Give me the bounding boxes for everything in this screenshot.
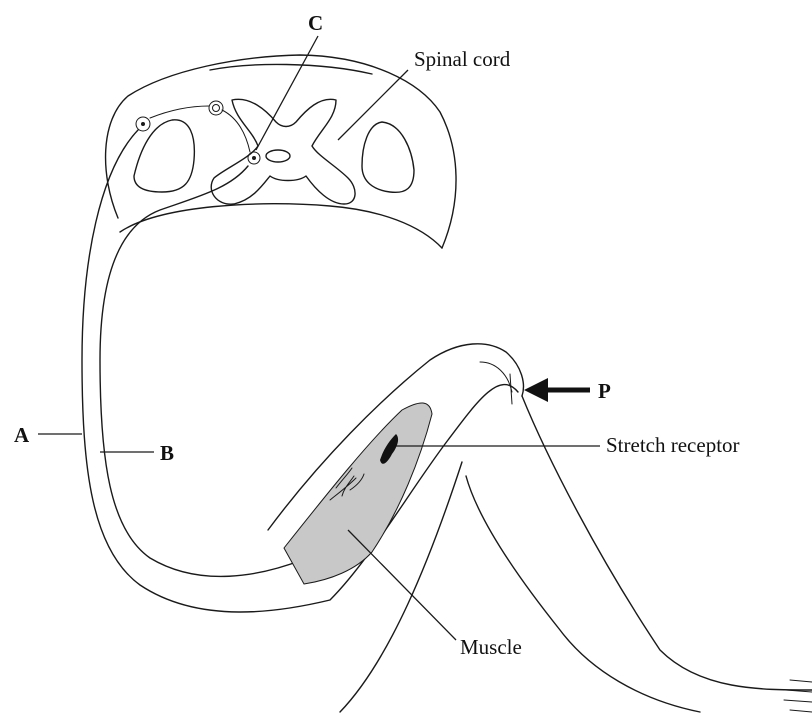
motor-neuron-cell-body xyxy=(248,152,260,164)
label-stretch-receptor: Stretch receptor xyxy=(606,433,740,457)
left-arrow-icon xyxy=(524,378,590,402)
dorsal-root-fibre xyxy=(150,106,209,118)
vertebra-inner-outline xyxy=(210,64,372,74)
vertebral-canal-edge xyxy=(120,204,442,248)
label-p: P xyxy=(598,379,611,403)
sensory-neuron-cell-body xyxy=(136,117,150,131)
neuron-b-pathway xyxy=(100,166,302,576)
label-b: B xyxy=(160,441,174,465)
vertebra-outline xyxy=(106,55,456,248)
calf-back-edge xyxy=(466,476,700,712)
label-muscle: Muscle xyxy=(460,635,522,659)
spinal-cord-section xyxy=(106,55,456,248)
label-a: A xyxy=(14,423,30,447)
label-c: C xyxy=(308,11,323,35)
central-canal xyxy=(266,150,290,162)
toes xyxy=(784,680,812,712)
relay-neuron-cell-body xyxy=(209,101,223,115)
grey-matter-butterfly xyxy=(211,99,355,204)
leader-c xyxy=(256,36,318,150)
leader-muscle xyxy=(348,530,456,640)
right-foramen xyxy=(362,122,414,192)
label-spinal-cord: Spinal cord xyxy=(414,47,511,71)
interneuron-fibre xyxy=(222,110,250,152)
